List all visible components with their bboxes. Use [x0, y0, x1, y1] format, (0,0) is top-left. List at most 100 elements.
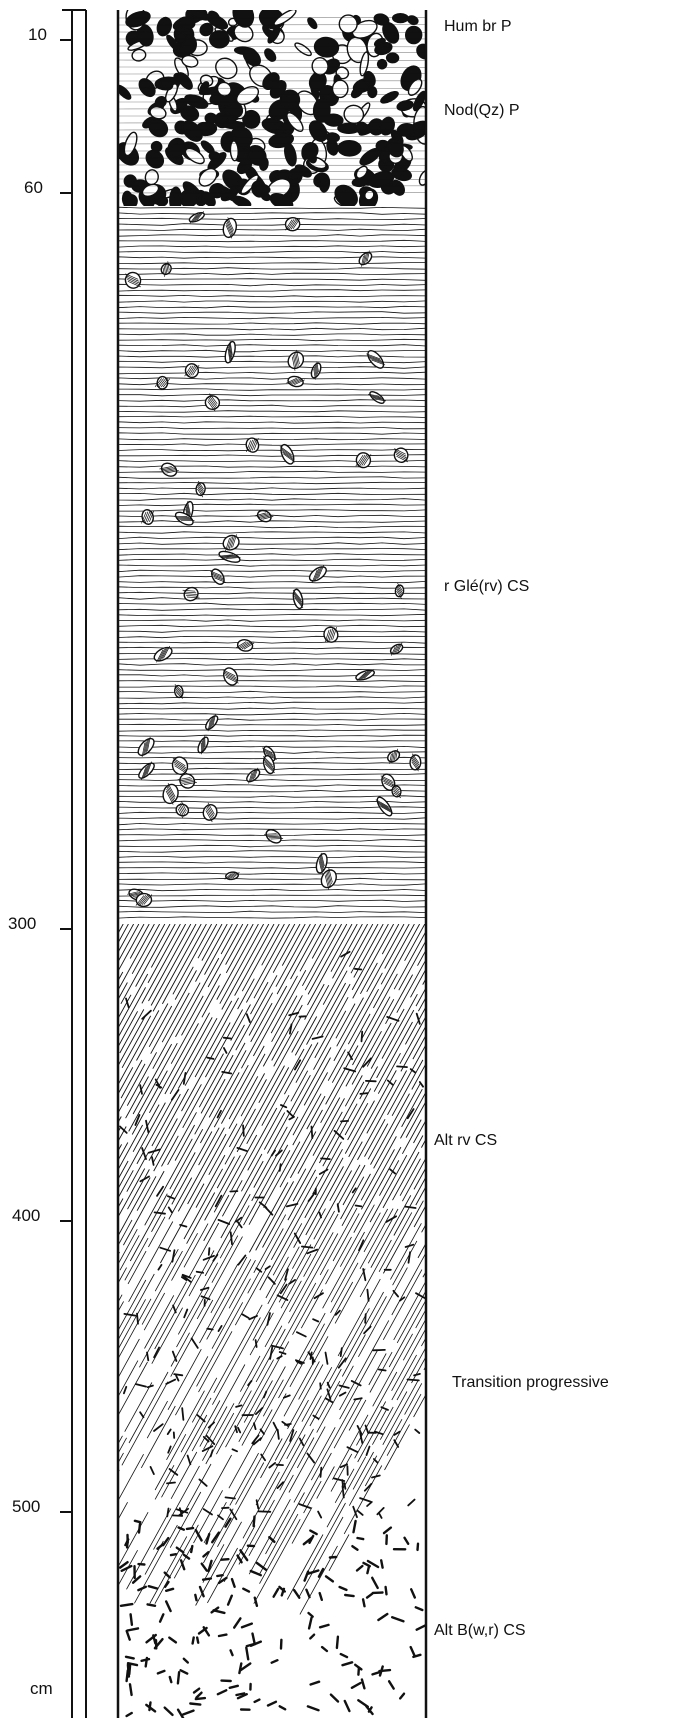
alteration-dash — [367, 1290, 368, 1301]
alteration-hatch — [0, 1232, 11, 1307]
alteration-dash — [166, 1589, 173, 1591]
alteration-dash — [255, 1700, 260, 1702]
alteration-dash — [254, 1423, 256, 1429]
alteration-hatch — [170, 1017, 212, 1094]
alteration-dash — [313, 1037, 323, 1039]
alteration-hatch — [659, 924, 685, 971]
gley-line — [118, 295, 426, 297]
alteration-dash — [200, 1587, 204, 1596]
alteration-hatch — [175, 967, 193, 1000]
alteration-hatch — [307, 1096, 325, 1129]
alteration-hatch — [372, 1407, 393, 1445]
alteration-hatch — [307, 971, 348, 1045]
alteration-hatch — [192, 1378, 217, 1423]
alteration-hatch — [443, 983, 460, 1014]
gley-line — [118, 581, 426, 582]
alteration-hatch — [182, 1023, 231, 1112]
alteration-hatch — [353, 924, 394, 998]
alteration-hatch — [577, 969, 603, 1017]
alteration-dash — [120, 1562, 127, 1567]
alteration-dash — [352, 1546, 357, 1550]
alteration-dash — [344, 1483, 345, 1489]
alteration-dash — [362, 1032, 363, 1042]
alteration-dash — [182, 1408, 183, 1420]
alteration-hatch — [0, 1396, 9, 1470]
nodule — [155, 16, 173, 38]
alteration-dash — [269, 1463, 275, 1468]
alteration-hatch — [91, 1425, 113, 1465]
alteration-hatch — [498, 924, 544, 1008]
alteration-hatch — [605, 989, 623, 1021]
alteration-hatch — [171, 974, 220, 1064]
alteration-hatch — [639, 924, 680, 998]
depth-label-400: 400 — [12, 1207, 40, 1225]
alteration-dash — [310, 1536, 314, 1543]
alteration-hatch — [402, 1120, 421, 1154]
gley-nodule — [292, 588, 304, 609]
alteration-hatch — [129, 1372, 168, 1443]
alteration-dash — [219, 1635, 226, 1636]
gley-nodule — [220, 532, 242, 552]
alteration-hatch — [93, 1470, 120, 1519]
gley-layer-pattern — [118, 207, 426, 918]
alteration-hatch — [67, 1078, 96, 1131]
alteration-dash — [280, 1164, 281, 1171]
alteration-hatch — [358, 1071, 407, 1160]
alteration-dash — [405, 1207, 415, 1208]
alteration-dash — [309, 1613, 313, 1617]
alteration-hatch — [0, 1245, 9, 1276]
alteration-hatch — [235, 924, 274, 996]
alteration-hatch — [88, 1559, 117, 1612]
alteration-dash — [224, 1048, 227, 1053]
alteration-hatch — [205, 924, 233, 975]
alteration-hatch — [402, 1159, 425, 1201]
gley-line — [118, 477, 426, 479]
alteration-hatch — [293, 1112, 342, 1201]
alteration-hatch — [49, 1132, 87, 1201]
alteration-hatch — [380, 1392, 407, 1440]
alteration-hatch — [392, 1226, 441, 1315]
gley-line — [118, 213, 426, 215]
gley-line — [118, 240, 426, 241]
alteration-dash — [226, 1519, 231, 1527]
alteration-hatch — [90, 1077, 117, 1127]
alteration-hatch — [78, 924, 97, 959]
alteration-hatch — [94, 1037, 114, 1073]
alteration-hatch — [11, 1014, 32, 1053]
alteration-hatch — [467, 1059, 501, 1121]
alteration-dash — [249, 1316, 257, 1319]
alteration-hatch — [0, 924, 4, 1001]
alteration-hatch — [25, 1333, 70, 1416]
alteration-hatch — [221, 1046, 264, 1124]
alteration-dash — [184, 1073, 186, 1084]
gley-nodule — [204, 393, 221, 412]
alteration-dash — [168, 1196, 174, 1199]
alteration-dash — [319, 1213, 321, 1218]
alteration-dash — [197, 1638, 198, 1643]
alteration-hatch — [298, 1098, 340, 1174]
alteration-dash — [358, 1668, 359, 1675]
alteration-hatch — [521, 1140, 541, 1176]
alteration-hatch — [277, 924, 316, 994]
alteration-hatch — [497, 1103, 534, 1171]
alteration-hatch — [162, 1136, 179, 1167]
gley-line — [118, 856, 426, 857]
horizon-label-hum-br: Hum br P — [444, 18, 512, 36]
alteration-hatch — [513, 924, 549, 990]
alteration-dash — [375, 1432, 383, 1435]
nodule — [205, 113, 218, 124]
alteration-hatch — [331, 1263, 359, 1313]
alteration-hatch — [456, 1149, 478, 1189]
alteration-dash — [149, 1150, 160, 1153]
alteration-dash — [243, 1589, 249, 1592]
nodule — [283, 142, 298, 167]
alteration-hatch — [367, 1023, 391, 1067]
gley-line — [118, 416, 426, 417]
alteration-dash — [330, 1557, 336, 1558]
alteration-hatch — [340, 1205, 374, 1267]
alteration-hatch — [587, 924, 618, 980]
alteration-hatch — [368, 1124, 388, 1160]
gley-line — [118, 334, 426, 336]
alteration-hatch — [466, 924, 493, 972]
